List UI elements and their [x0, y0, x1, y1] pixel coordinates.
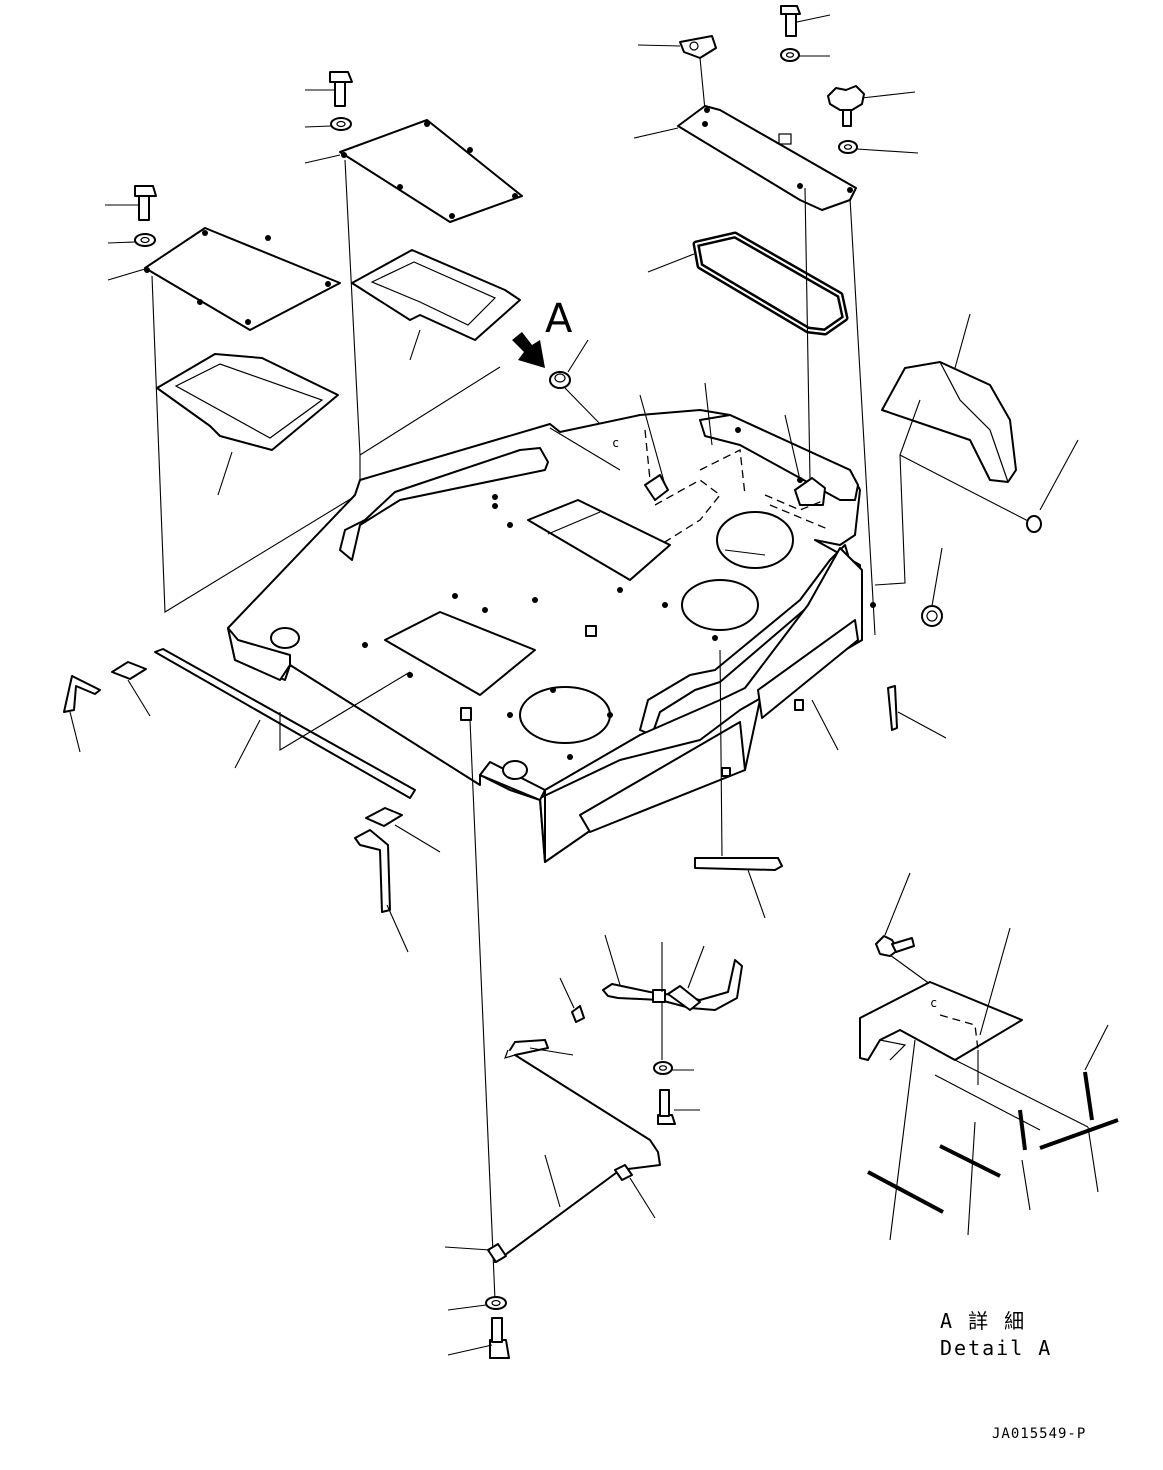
washer-bottom	[447, 1296, 507, 1311]
gasket-lower	[156, 353, 339, 496]
drawing-number: JA015549-P	[992, 1426, 1086, 1442]
rod-link	[444, 1039, 661, 1263]
bolt-bottom	[447, 1317, 510, 1359]
side-cover-right	[874, 313, 1031, 586]
bolt-right-top	[780, 5, 831, 37]
clip-center	[354, 829, 409, 953]
grommet-right	[921, 547, 943, 627]
washer-mid	[653, 1061, 694, 1075]
clip-left	[63, 675, 101, 753]
frame-label: c	[612, 436, 619, 450]
main-floor-frame: c	[227, 187, 876, 863]
knob-star-icon	[827, 85, 916, 127]
view-marker-a: A	[512, 296, 573, 368]
detail-title-jp: A 詳 細	[940, 1309, 1026, 1333]
clip-small-mid	[559, 977, 585, 1023]
washer-left-upper	[304, 117, 352, 131]
trim-strip-long	[154, 648, 416, 799]
bolt-mid	[657, 1089, 700, 1125]
washer-right-knob	[838, 140, 919, 154]
wire-harness	[602, 934, 743, 1060]
cover-plate-upper	[304, 119, 523, 223]
bar-below-frame	[694, 649, 783, 919]
cover-plate-lower	[107, 227, 341, 331]
washer-left-lower	[107, 233, 156, 247]
bracket-clip-top	[637, 35, 717, 111]
washer-right-top	[780, 48, 830, 62]
cover-plate-right	[633, 105, 857, 211]
view-arrow-icon	[512, 332, 545, 368]
grommet-side	[1026, 439, 1079, 533]
gasket-upper	[351, 249, 521, 361]
pad-left	[111, 661, 151, 717]
detail-a: c A 詳 細 Detail A	[859, 872, 1119, 1360]
detail-frame-label: c	[930, 996, 937, 1010]
pad-center	[365, 807, 441, 853]
detail-title-en: Detail A	[940, 1336, 1052, 1360]
strip-right-small	[887, 685, 947, 739]
bolt-left-upper	[305, 71, 353, 107]
view-letter: A	[545, 296, 573, 342]
bolt-left-lower	[105, 185, 157, 221]
seal-ring	[647, 231, 849, 336]
